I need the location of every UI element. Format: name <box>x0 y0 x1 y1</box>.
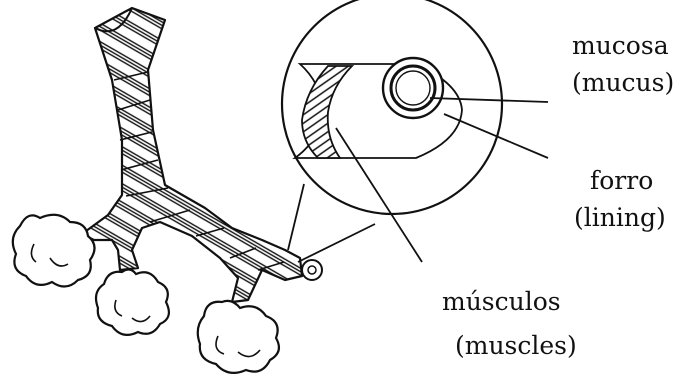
bronchial-tree <box>82 8 322 302</box>
lumen-core <box>396 71 430 105</box>
magnified-view <box>282 0 502 214</box>
trachea <box>82 8 302 302</box>
label-forro: forro <box>590 168 653 193</box>
label-mucosa: mucosa <box>572 33 669 58</box>
label-mucus: (mucus) <box>572 70 674 95</box>
label-musculos: músculos <box>442 289 561 314</box>
label-lining: (lining) <box>574 205 666 230</box>
alveolus-cluster-left <box>13 215 95 287</box>
alveolus-cluster-bottom <box>198 301 279 373</box>
label-muscles: (muscles) <box>455 333 577 358</box>
alveolus-cluster-middle <box>96 269 169 334</box>
